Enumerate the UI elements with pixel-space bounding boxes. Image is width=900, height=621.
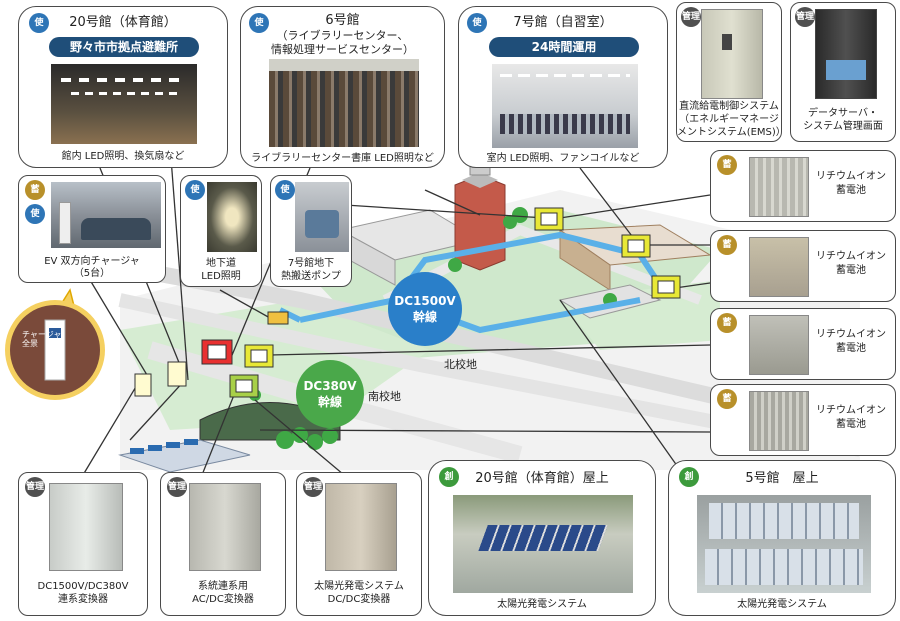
converter-photo: [49, 483, 123, 571]
gym-pill: 野々市市拠点避難所: [49, 37, 199, 57]
manage-badge: 管理: [25, 477, 45, 497]
bldg7-card: 使 7号館（自習室） 24時間運用 室内 LED照明、ファンコイルなど: [458, 6, 668, 168]
battery-line1: リチウムイオン: [816, 251, 886, 262]
ev-line1: EV 双方向チャージャ: [44, 256, 140, 267]
battery-photo: [749, 315, 809, 375]
roof5-photo: [697, 495, 871, 593]
use-badge: 使: [29, 13, 49, 33]
converter-card-1: 管理 DC1500V/DC380V 連系変換器: [18, 472, 148, 616]
server-line1: データサーバ・: [808, 108, 878, 119]
dc380v-trunk-label: DC380V 幹線: [296, 360, 364, 428]
ev-line2: （5台）: [73, 268, 111, 279]
battery-line2: 蓄電池: [836, 343, 866, 354]
manage-badge: 管理: [303, 477, 323, 497]
pump-line2: 熱搬送ポンプ: [281, 271, 341, 282]
store-badge: 蓄: [717, 389, 737, 409]
gym-caption: 館内 LED照明、換気扇など: [61, 151, 185, 162]
use-badge: 使: [467, 13, 487, 33]
converter-line2: DC/DC変換器: [327, 594, 391, 605]
battery-line1: リチウムイオン: [816, 171, 886, 182]
gym-title: 20号館（体育館）: [69, 15, 177, 30]
roof20-card: 創 20号館（体育館）屋上 太陽光発電システム: [428, 460, 656, 616]
manage-badge: 管理: [795, 7, 815, 27]
use-badge: 使: [275, 180, 295, 200]
converter-line2: 連系変換器: [58, 594, 108, 605]
store-badge: 蓄: [717, 155, 737, 175]
roof5-title: 5号館 屋上: [745, 471, 819, 486]
roof20-title: 20号館（体育館）屋上: [475, 471, 609, 486]
bldg6-sub1: （ライブラリーセンター、: [276, 29, 409, 42]
ev-bubble-label: チャージャ 全景: [22, 330, 62, 348]
south-campus-label: 南校地: [368, 390, 401, 403]
ems-card: 管理 直流給電制御システム （エネルギーマネージ メントシステム(EMS)）: [676, 2, 786, 142]
ev-card: 蓄 使 EV 双方向チャージャ （5台）: [18, 175, 166, 283]
roof5-caption: 太陽光発電システム: [737, 599, 827, 610]
roof20-caption: 太陽光発電システム: [497, 599, 587, 610]
manage-badge: 管理: [167, 477, 187, 497]
server-line2: システム管理画面: [803, 121, 883, 132]
bldg6-photo: [269, 59, 419, 147]
converter-photo: [189, 483, 261, 571]
battery-card-4: 蓄 リチウムイオン 蓄電池: [710, 384, 896, 456]
underground-line1: 地下道: [206, 258, 236, 269]
battery-card-2: 蓄 リチウムイオン 蓄電池: [710, 230, 896, 302]
bldg6-title: 6号館: [325, 13, 360, 28]
pump-card: 使 7号館地下 熱搬送ポンプ: [270, 175, 352, 287]
ems-photo: [701, 9, 763, 99]
bldg7-photo: [492, 64, 638, 148]
north-campus-label: 北校地: [444, 358, 477, 371]
battery-line1: リチウムイオン: [816, 405, 886, 416]
gym-card: 使 20号館（体育館） 野々市市拠点避難所 館内 LED照明、換気扇など: [18, 6, 228, 168]
store-badge: 蓄: [25, 180, 45, 200]
bldg6-card: 使 6号館 （ライブラリーセンター、 情報処理サービスセンター） ライブラリーセ…: [240, 6, 445, 168]
underground-line2: LED照明: [201, 271, 241, 282]
converter-card-2: 管理 系統連系用 AC/DC変換器: [160, 472, 286, 616]
use-badge: 使: [185, 180, 205, 200]
pump-photo: [295, 182, 349, 252]
use-badge: 使: [249, 13, 269, 33]
underground-card: 使 地下道 LED照明: [180, 175, 262, 287]
battery-photo: [749, 157, 809, 217]
underground-photo: [207, 182, 257, 252]
battery-card-1: 蓄 リチウムイオン 蓄電池: [710, 150, 896, 222]
server-card: 管理 データサーバ・ システム管理画面: [790, 2, 896, 142]
roof20-photo: [453, 495, 633, 593]
ems-line1: 直流給電制御システム: [679, 101, 779, 112]
store-badge: 蓄: [717, 313, 737, 333]
generate-badge: 創: [679, 467, 699, 487]
battery-line2: 蓄電池: [836, 185, 866, 196]
battery-line2: 蓄電池: [836, 265, 866, 276]
pump-line1: 7号館地下: [287, 258, 335, 269]
ems-line2: （エネルギーマネージ: [679, 114, 779, 125]
converter-card-3: 管理 太陽光発電システム DC/DC変換器: [296, 472, 422, 616]
bldg6-caption: ライブラリーセンター書庫 LED照明など: [251, 153, 434, 164]
store-badge: 蓄: [717, 235, 737, 255]
roof5-card: 創 5号館 屋上 太陽光発電システム: [668, 460, 896, 616]
converter-line2: AC/DC変換器: [192, 594, 254, 605]
converter-line1: 系統連系用: [198, 581, 248, 592]
ev-photo: [51, 182, 161, 248]
battery-photo: [749, 237, 809, 297]
bldg6-sub2: 情報処理サービスセンター）: [271, 43, 414, 56]
converter-line1: 太陽光発電システム: [314, 581, 404, 592]
battery-line2: 蓄電池: [836, 419, 866, 430]
generate-badge: 創: [439, 467, 459, 487]
converter-line1: DC1500V/DC380V: [37, 581, 129, 592]
converter-photo: [325, 483, 397, 571]
bldg7-pill: 24時間運用: [489, 37, 639, 57]
dc1500v-trunk-label: DC1500V 幹線: [388, 272, 462, 346]
manage-badge: 管理: [681, 7, 701, 27]
use-badge: 使: [25, 204, 45, 224]
bldg7-title: 7号館（自習室）: [513, 15, 613, 30]
battery-card-3: 蓄 リチウムイオン 蓄電池: [710, 308, 896, 380]
server-photo: [815, 9, 877, 99]
ems-line3: メントシステム(EMS)）: [677, 127, 786, 138]
battery-photo: [749, 391, 809, 451]
bldg7-caption: 室内 LED照明、ファンコイルなど: [486, 153, 640, 164]
gym-photo: [51, 64, 197, 144]
battery-line1: リチウムイオン: [816, 329, 886, 340]
